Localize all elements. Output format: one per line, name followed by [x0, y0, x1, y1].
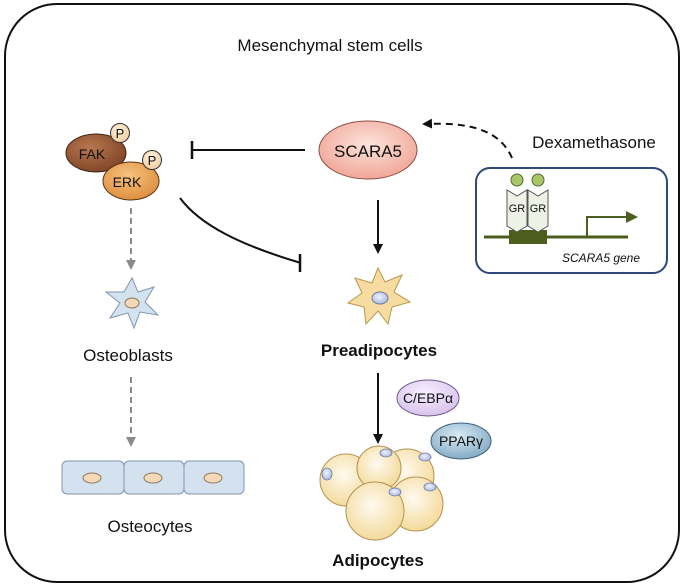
gr-label-2: GR [530, 203, 547, 215]
gene-transcription-start-arrow [586, 216, 628, 237]
dexamethasone-label: Dexamethasone [532, 133, 656, 152]
erk-node [102, 161, 160, 201]
adipocyte-nucleus-5 [388, 487, 402, 497]
adipocyte-nucleus-2 [418, 452, 432, 462]
gene-promoter-block [509, 230, 547, 244]
osteocyte-nucleus-2 [143, 472, 163, 484]
adipocyte-front [345, 481, 405, 541]
gr-ligand-dot-2 [531, 173, 545, 187]
dexamethasone-to-scara5-arrow [422, 118, 513, 159]
adipocyte-nucleus-3 [321, 467, 333, 481]
adipocyte-nucleus-4 [423, 482, 437, 492]
osteoblast-nucleus [124, 297, 140, 309]
pparg-label: PPARγ [439, 433, 483, 449]
osteocyte-nucleus-3 [203, 472, 223, 484]
osteocyte-cells [61, 460, 245, 495]
fak-phospho-label: P [116, 126, 125, 141]
osteoblasts-label: Osteoblasts [83, 346, 173, 365]
erk-phospho-label: P [148, 153, 157, 168]
scara5-node [318, 120, 418, 180]
outer-frame [4, 3, 680, 583]
erk-inhibits-preadipocyte-curve [179, 197, 302, 264]
adipocyte-cluster [319, 445, 444, 541]
fak-label: FAK [79, 146, 106, 162]
preadipocytes-label: Preadipocytes [321, 341, 437, 360]
osteocytes-label: Osteocytes [107, 517, 192, 536]
fak-erk-complex: FAK ERK P P [65, 123, 162, 201]
preadipocyte-cell [346, 266, 412, 326]
pparg-node [430, 422, 492, 460]
erk-label: ERK [113, 174, 142, 190]
fak-node [65, 133, 127, 173]
gr-receptor-1 [506, 189, 528, 233]
fak-phospho-badge [110, 123, 130, 143]
cebpa-node [396, 379, 460, 417]
osteocyte-nucleus-1 [82, 472, 102, 484]
diagram-title: Mesenchymal stem cells [237, 36, 422, 55]
gene-box: GR GR SCARA5 gene [475, 167, 668, 274]
adipocyte-nucleus-1 [379, 448, 393, 458]
adipocytes-label: Adipocytes [332, 551, 424, 570]
cebpa-label: C/EBPα [403, 390, 453, 406]
scara5-label: SCARA5 [334, 142, 402, 161]
gr-receptor-2 [527, 189, 549, 233]
gene-transcription-arrowhead [626, 211, 638, 223]
gene-label: SCARA5 gene [562, 251, 640, 265]
gr-label-1: GR [509, 203, 526, 215]
preadipocyte-nucleus [371, 291, 389, 305]
gr-ligand-dot-1 [510, 173, 524, 187]
osteoblast-cell [104, 276, 160, 330]
erk-phospho-badge [142, 150, 162, 170]
